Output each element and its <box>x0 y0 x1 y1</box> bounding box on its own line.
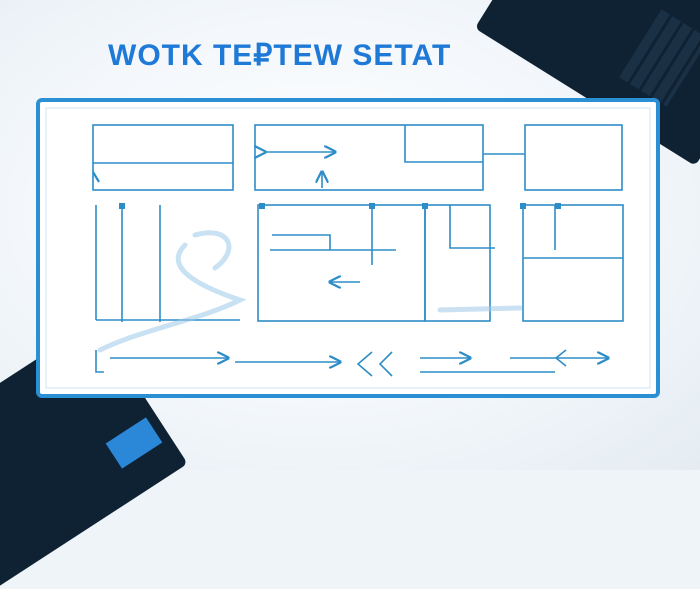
diagram-inner-border <box>45 107 651 389</box>
arrow-down-left <box>92 171 100 183</box>
glow-stroke-2 <box>192 230 232 271</box>
box-mid-3 <box>522 204 624 322</box>
chevron-left-icon-2 <box>378 351 393 377</box>
left-bracket <box>95 350 104 373</box>
chevron-left-icon <box>356 351 373 377</box>
chevron-left-icon-3 <box>554 349 567 367</box>
diagram-title: WOTK TE₽TEW SETAT <box>108 39 452 72</box>
connector-mid-d <box>449 205 495 249</box>
box-top-3 <box>524 124 623 191</box>
box-top-2-notch <box>404 125 483 163</box>
workflow-diagram <box>36 98 660 398</box>
connector-mid-a <box>272 234 331 250</box>
glow-stroke-3 <box>437 305 523 313</box>
box-top-1 <box>92 124 234 191</box>
box-mid-2 <box>424 204 491 322</box>
glow-stroke-1 <box>97 242 247 353</box>
diagram-frame <box>36 98 660 398</box>
